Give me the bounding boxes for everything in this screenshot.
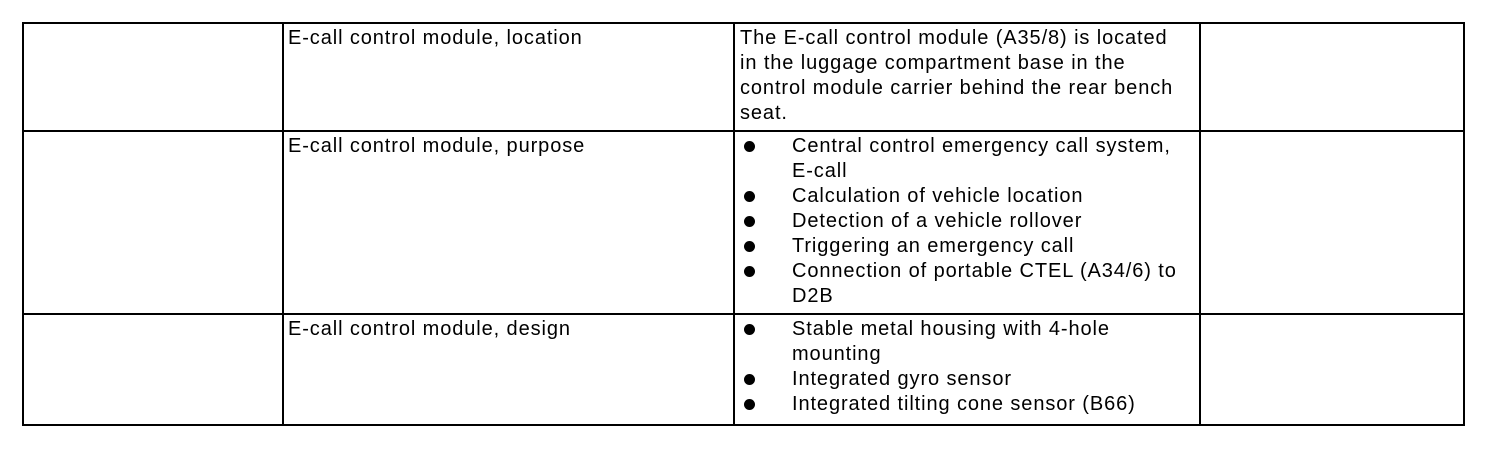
bullet-text: Central control emergency call system, E… <box>792 135 1171 182</box>
bullet-item: Central control emergency call system, E… <box>740 134 1191 184</box>
bullet-icon <box>740 234 792 252</box>
description-cell: Stable metal housing with 4-hole mountin… <box>733 313 1201 426</box>
bullet-item: Connection of portable CTEL (A34/6) to D… <box>740 259 1191 309</box>
description-paragraph: The E-call control module (A35/8) is loc… <box>740 27 1174 124</box>
bullet-text: Integrated gyro sensor <box>792 368 1012 390</box>
bullet-text: Stable metal housing with 4-hole mountin… <box>792 318 1110 365</box>
bullet-list: Central control emergency call system, E… <box>740 134 1191 309</box>
table-row-location: E-call control module, location The E-ca… <box>22 22 1465 132</box>
topic-cell: E-call control module, design <box>282 313 735 426</box>
bullet-icon <box>740 392 792 410</box>
bullet-text: Triggering an emergency call <box>792 235 1075 257</box>
bullet-text: Calculation of vehicle location <box>792 185 1084 207</box>
topic-label: E-call control module, location <box>288 27 583 49</box>
bullet-item: Detection of a vehicle rollover <box>740 209 1191 234</box>
description-cell: Central control emergency call system, E… <box>733 130 1201 315</box>
empty-cell <box>22 22 284 132</box>
topic-label: E-call control module, design <box>288 318 571 340</box>
bullet-item: Triggering an emergency call <box>740 234 1191 259</box>
bullet-item: Calculation of vehicle location <box>740 184 1191 209</box>
empty-cell <box>1199 22 1465 132</box>
bullet-text: Connection of portable CTEL (A34/6) to D… <box>792 260 1177 307</box>
empty-cell <box>1199 130 1465 315</box>
empty-cell <box>22 313 284 426</box>
bullet-list: Stable metal housing with 4-hole mountin… <box>740 317 1191 417</box>
spec-table: E-call control module, location The E-ca… <box>22 22 1465 426</box>
empty-cell <box>22 130 284 315</box>
topic-cell: E-call control module, location <box>282 22 735 132</box>
bullet-icon <box>740 209 792 227</box>
bullet-icon <box>740 367 792 385</box>
bullet-icon <box>740 259 792 277</box>
description-cell: The E-call control module (A35/8) is loc… <box>733 22 1201 132</box>
topic-label: E-call control module, purpose <box>288 135 586 157</box>
bullet-icon <box>740 317 792 335</box>
bullet-icon <box>740 184 792 202</box>
empty-cell <box>1199 313 1465 426</box>
bullet-item: Integrated tilting cone sensor (B66) <box>740 392 1191 417</box>
bullet-text: Integrated tilting cone sensor (B66) <box>792 393 1136 415</box>
bullet-item: Stable metal housing with 4-hole mountin… <box>740 317 1191 367</box>
bullet-icon <box>740 134 792 152</box>
bullet-text: Detection of a vehicle rollover <box>792 210 1083 232</box>
table-row-purpose: E-call control module, purpose Central c… <box>22 130 1465 315</box>
topic-cell: E-call control module, purpose <box>282 130 735 315</box>
table-row-design: E-call control module, design Stable met… <box>22 313 1465 426</box>
bullet-item: Integrated gyro sensor <box>740 367 1191 392</box>
